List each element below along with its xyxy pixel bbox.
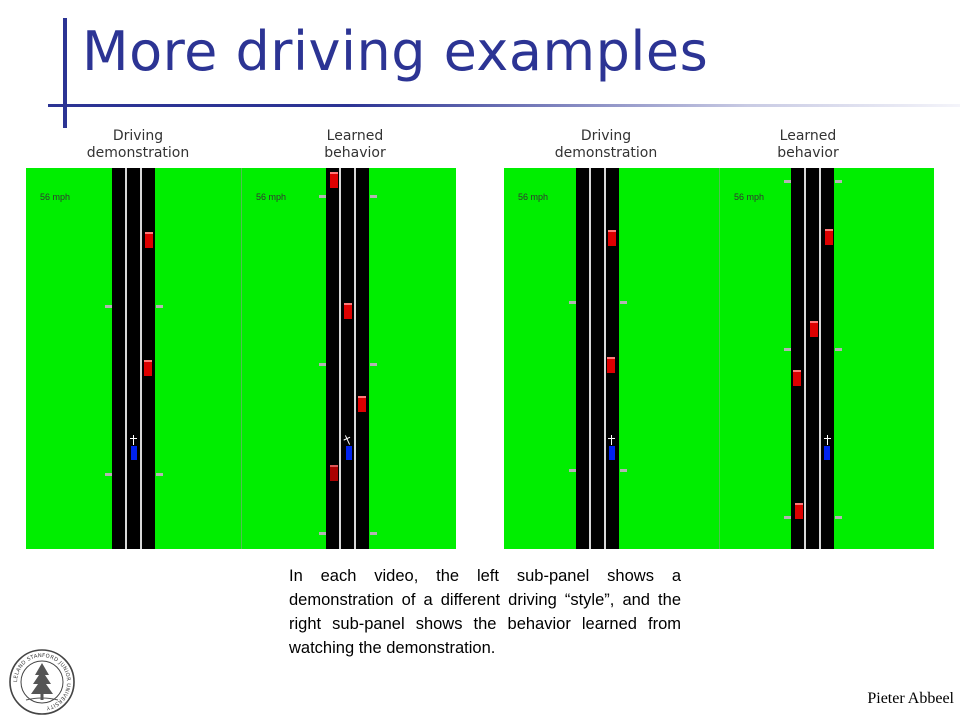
roadside-marker: [319, 532, 326, 535]
panel-header-line2: behavior: [324, 145, 386, 161]
video-panel-learned-behavior[interactable]: 56 mph: [719, 168, 934, 549]
panel-header-learned-behavior: Learned behavior: [280, 128, 430, 162]
traffic-car: [810, 321, 818, 337]
ego-car-heading-icon: [824, 435, 831, 445]
speed-label: 56 mph: [518, 192, 549, 202]
roadside-marker: [569, 301, 576, 304]
roadside-marker: [569, 469, 576, 472]
roadside-marker: [319, 195, 326, 198]
ego-car: [346, 446, 352, 460]
lane-line: [604, 168, 606, 549]
video-panel-driving-demonstration[interactable]: 56 mph: [504, 168, 719, 549]
traffic-car: [608, 230, 616, 246]
speed-label: 56 mph: [40, 192, 71, 202]
traffic-car: [358, 396, 366, 412]
roadside-marker: [620, 469, 627, 472]
panel-header-line1: Driving: [580, 128, 632, 144]
panel-header-driving-demonstration: Driving demonstration: [531, 128, 681, 162]
ego-car: [131, 446, 137, 460]
panel-header-line2: demonstration: [86, 145, 190, 161]
roadside-marker: [835, 180, 842, 183]
roadside-marker: [105, 473, 112, 476]
road: [326, 168, 369, 549]
panel-header-line1: Driving: [112, 128, 164, 144]
stanford-seal-icon: LELAND STANFORD JUNIOR UNIVERSITY: [8, 648, 76, 716]
panel-header-line1: Learned: [326, 128, 384, 144]
lane-line: [140, 168, 142, 549]
lane-line: [804, 168, 806, 549]
traffic-car: [144, 360, 152, 376]
panel-header-learned-behavior: Learned behavior: [733, 128, 883, 162]
road: [112, 168, 155, 549]
panel-header-line2: demonstration: [554, 145, 658, 161]
traffic-car: [330, 172, 338, 188]
video-panel-learned-behavior[interactable]: 56 mph: [241, 168, 456, 549]
roadside-marker: [835, 348, 842, 351]
speed-label: 56 mph: [256, 192, 287, 202]
slide-caption: In each video, the left sub-panel shows …: [289, 567, 681, 657]
roadside-marker: [156, 305, 163, 308]
roadside-marker: [620, 301, 627, 304]
ego-car: [609, 446, 615, 460]
lane-line: [125, 168, 127, 549]
lane-line: [339, 168, 341, 549]
roadside-marker: [370, 532, 377, 535]
roadside-marker: [319, 363, 326, 366]
roadside-marker: [784, 180, 791, 183]
traffic-car: [795, 503, 803, 519]
slide-title: More driving examples: [82, 20, 709, 83]
panel-header-driving-demonstration: Driving demonstration: [63, 128, 213, 162]
roadside-marker: [784, 516, 791, 519]
traffic-car: [607, 357, 615, 373]
roadside-marker: [784, 348, 791, 351]
roadside-marker: [370, 363, 377, 366]
speed-label: 56 mph: [734, 192, 765, 202]
roadside-marker: [835, 516, 842, 519]
panel-header-line1: Learned: [779, 128, 837, 144]
traffic-car: [793, 370, 801, 386]
roadside-marker: [105, 305, 112, 308]
ego-car: [824, 446, 830, 460]
ego-car-heading-icon: [130, 435, 137, 445]
panel-header-line2: behavior: [777, 145, 839, 161]
ego-car-heading-icon: [608, 435, 615, 445]
traffic-car: [825, 229, 833, 245]
video-panel-driving-demonstration[interactable]: 56 mph: [26, 168, 241, 549]
lane-line: [354, 168, 356, 549]
road: [791, 168, 834, 549]
title-accent-horizontal-rule: [48, 104, 960, 107]
lane-line: [589, 168, 591, 549]
roadside-marker: [156, 473, 163, 476]
traffic-car: [145, 232, 153, 248]
traffic-car: [330, 465, 338, 481]
lane-line: [819, 168, 821, 549]
roadside-marker: [370, 195, 377, 198]
author-credit: Pieter Abbeel: [867, 690, 954, 707]
title-accent-vertical-bar: [63, 18, 67, 128]
traffic-car: [344, 303, 352, 319]
